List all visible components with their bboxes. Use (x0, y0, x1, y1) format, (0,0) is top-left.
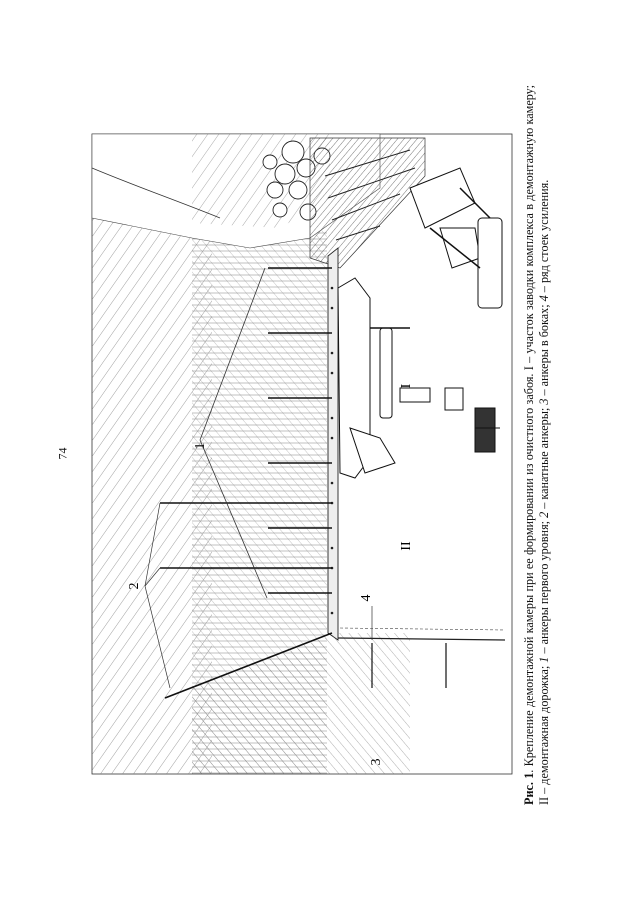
caption-text-c: – канатные анкеры; (536, 404, 551, 512)
collapse-line (91, 167, 221, 219)
chamber-roof (327, 247, 339, 641)
zone-label-2: II (399, 541, 414, 551)
caption-text-e: – ряд стоек усиления. (536, 179, 551, 296)
caption-num-1: 1 (536, 656, 551, 663)
zone-label-1: I (399, 383, 414, 388)
callout-1: 1 (193, 443, 208, 450)
figure-caption: Рис. 1. Крепление демонтажной камеры при… (522, 85, 582, 805)
caption-num-2: 2 (536, 511, 551, 518)
mining-diagram: I II 1 2 3 4 (91, 133, 513, 775)
rib-zone (192, 633, 410, 774)
inclined-anchors (199, 267, 268, 599)
face-seam (309, 137, 426, 269)
page-number: 74 (55, 447, 70, 460)
chamber-floor (337, 637, 506, 641)
callout-4: 4 (359, 595, 374, 602)
rib-bolts (371, 643, 447, 688)
caption-text-b: – анкеры первого уровня; (536, 517, 551, 657)
callout-2: 2 (127, 583, 142, 590)
caved-boulders (262, 140, 331, 221)
face-bolts (324, 149, 416, 241)
callout-3: 3 (369, 759, 384, 766)
reinforcement-row (339, 627, 506, 631)
callout-leaders (144, 502, 373, 689)
caption-label: Рис. 1 (522, 772, 536, 805)
caption-num-3: 3 (536, 398, 551, 405)
hydraulic-legs (370, 187, 491, 329)
roof-bolt-row (268, 267, 332, 594)
caption-num-4: 4 (536, 295, 551, 302)
powered-support (337, 167, 503, 479)
cable-anchors (160, 502, 333, 699)
caption-text-d: – анкеры в боках; (536, 301, 551, 399)
